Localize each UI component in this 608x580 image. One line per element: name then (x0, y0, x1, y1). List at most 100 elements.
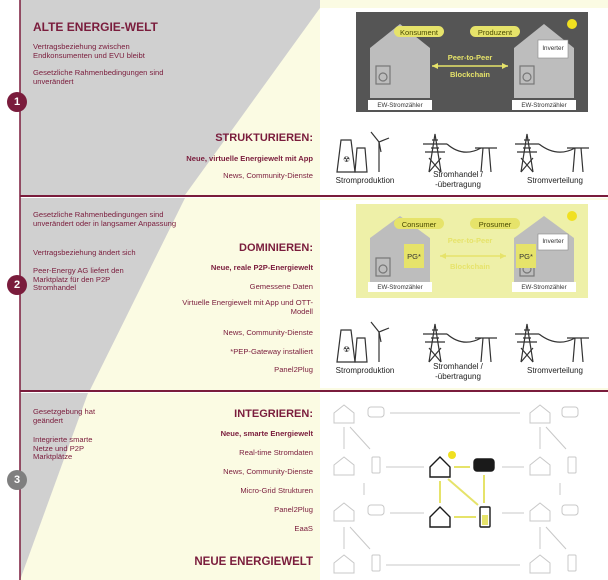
p2p-diagram-2 (356, 204, 588, 298)
car-icon-active (473, 458, 495, 472)
badge-3: 3 (7, 470, 27, 490)
car-icon (367, 406, 385, 418)
infrastructure-icons-2: ☢ (336, 321, 589, 363)
house-icon (333, 456, 355, 476)
house-icon (529, 456, 551, 476)
p2p-diagram-1 (356, 12, 588, 112)
battery-icon-active (479, 506, 491, 528)
panel-3-grey-triangle (20, 393, 88, 580)
section3-item-1: Neue, smarte Energiewelt (220, 429, 313, 438)
panel-2-grey-triangle (20, 198, 185, 390)
caption-stromverteilung: Stromverteilung (526, 366, 584, 375)
caption-stromhandel: Stromhandel / -übertragung (433, 170, 483, 189)
section1-note-2: Gesetzliche Rahmenbedingungen sind unver… (33, 68, 164, 86)
caption-stromproduktion: Stromproduktion (335, 176, 395, 185)
inverter-box (537, 39, 569, 59)
caption-stromverteilung: Stromverteilung (526, 176, 584, 185)
car-icon (367, 504, 385, 516)
badge-2: 2 (7, 275, 27, 295)
washer-icon (519, 65, 535, 85)
badge-1: 1 (7, 92, 27, 112)
section3-note-2: Integrierte smarte Netze und P2P Marktpl… (33, 435, 93, 462)
house-icon-active (429, 506, 451, 528)
section2-item-1: Neue, reale P2P-Energiewelt (210, 263, 313, 272)
section1-item-2: News, Community-Dienste (223, 171, 313, 180)
section3-heading: INTEGRIEREN: (234, 408, 313, 420)
inverter-box (537, 233, 569, 251)
label-peer-to-peer: Peer-to-Peer (447, 236, 493, 245)
pylon-icon (515, 133, 539, 173)
section2-note-2: Vertragsbeziehung ändert sich (33, 248, 136, 257)
sun-icon (567, 211, 577, 221)
tower-icon (475, 147, 497, 173)
label-meter-left: EW-Stromzähler (377, 284, 423, 291)
label-produzent: Produzent (477, 28, 513, 37)
panel-1-grey-triangle (20, 0, 320, 195)
tower-icon (567, 337, 589, 363)
house-left (370, 48, 430, 98)
svg-text:☢: ☢ (343, 345, 350, 354)
house-icon (529, 404, 551, 424)
pep-gateway-box (516, 244, 536, 268)
section1-title: ALTE ENERGIE-WELT (33, 20, 158, 34)
house-icon (529, 554, 551, 574)
section2-note-3: Peer-Energy AG liefert den Marktplatz fü… (33, 266, 124, 293)
label-blockchain: Blockchain (449, 262, 490, 271)
washer-icon (375, 65, 391, 85)
section2-note-1: Gesetzliche Rahmenbedingungen sind unver… (33, 210, 177, 228)
section3-item-6: EaaS (294, 524, 313, 533)
label-prosumer: Prosumer (478, 220, 512, 229)
tower-icon (475, 337, 497, 363)
section3-item-5: Panel2Plug (274, 505, 313, 514)
battery-icon (567, 554, 577, 572)
section2-heading: DOMINIEREN: (239, 242, 313, 254)
label-inverter: Inverter (542, 45, 564, 52)
label-pg-right: PG* (519, 252, 533, 261)
battery-icon (371, 456, 381, 474)
house-icon (529, 502, 551, 522)
label-meter-right: EW-Stromzähler (521, 102, 567, 109)
car-icon (561, 406, 579, 418)
section2-item-5: *PEP-Gateway installiert (230, 347, 313, 356)
section2-item-4: News, Community-Dienste (223, 328, 313, 337)
label-meter-right: EW-Stromzähler (521, 284, 567, 291)
section2-item-6: Panel2Plug (274, 365, 313, 374)
section3-item-2: Real-time Stromdaten (239, 448, 313, 457)
label-inverter: Inverter (542, 238, 564, 245)
infrastructure-icons-1: ☢ (336, 131, 589, 173)
section1-item-1: Neue, virtuelle Energiewelt mit App (186, 154, 313, 163)
label-konsument: Konsument (400, 28, 438, 37)
section2-item-2: Gemessene Daten (249, 282, 313, 291)
pylon-icon (515, 323, 539, 363)
house-icon (333, 554, 355, 574)
label-blockchain: Blockchain (449, 70, 490, 79)
section3-item-3: News, Community-Dienste (223, 467, 313, 476)
svg-text:☢: ☢ (343, 155, 350, 164)
label-meter-left: EW-Stromzähler (377, 102, 423, 109)
house-icon (333, 404, 355, 424)
power-plant-icon (336, 329, 356, 363)
caption-stromhandel: Stromhandel / -übertragung (433, 362, 483, 381)
section2-item-3: Virtuelle Energiewelt mit App und OTT-Mo… (182, 298, 313, 316)
pylon-icon (423, 133, 447, 173)
caption-stromproduktion: Stromproduktion (335, 366, 395, 375)
pylon-icon (423, 323, 447, 363)
car-icon (561, 504, 579, 516)
washer-icon (375, 257, 391, 277)
section3-footer: NEUE ENERGIEWELT (194, 556, 313, 568)
battery-icon (567, 456, 577, 474)
sun-icon (448, 451, 456, 459)
microgrid-network (333, 404, 579, 574)
tower-icon (567, 147, 589, 173)
section1-note-1: Vertragsbeziehung zwischen Endkonsumente… (33, 42, 145, 60)
section1-heading: STRUKTURIEREN: (215, 132, 313, 144)
label-consumer: Consumer (401, 220, 437, 229)
section3-item-4: Micro-Grid Strukturen (240, 486, 313, 495)
label-peer-to-peer: Peer-to-Peer (447, 53, 493, 62)
section3-note-1: Gesetzgebung hat geändert (33, 407, 96, 425)
house-icon (333, 502, 355, 522)
battery-icon (371, 554, 381, 572)
sun-icon (567, 19, 577, 29)
pep-gateway-box (404, 244, 424, 268)
power-plant-icon (336, 139, 356, 173)
